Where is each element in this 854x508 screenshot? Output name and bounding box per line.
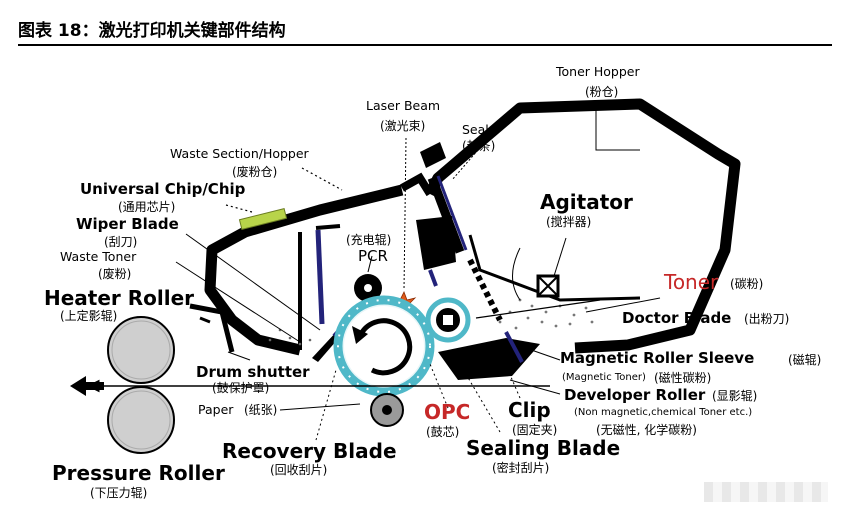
label-waste-section-zh: (废粉仓) (232, 165, 278, 179)
magnetic-roller (425, 297, 471, 343)
pressure-roller (107, 386, 175, 454)
label-seal-zh: (封条) (462, 139, 496, 153)
label-toner-zh: (碳粉) (730, 277, 764, 291)
opc-drum (333, 295, 435, 397)
label-recovery-blade-zh: (回收刮片) (270, 463, 328, 477)
label-clip-zh: (固定夹) (512, 423, 558, 437)
pcr-roller (354, 274, 382, 302)
label-laser-beam: Laser Beam (366, 98, 441, 113)
watermark-blur (704, 482, 828, 502)
label-paper-zh: (纸张) (244, 403, 278, 417)
label-sealing-blade-zh: (密封刮片) (492, 461, 550, 475)
transfer-roller (370, 393, 404, 427)
figure-header: 图表 18：激光打印机关键部件结构 (18, 10, 832, 46)
label-wiper-blade: Wiper Blade (76, 215, 179, 233)
waste-hopper-shape (204, 184, 404, 356)
developer-housing-block (416, 216, 456, 270)
label-universal-chip: Universal Chip/Chip (80, 180, 246, 198)
label-agitator: Agitator (540, 190, 633, 214)
clip-shape (438, 338, 540, 380)
label-magnetic-roller-sleeve-zh: (磁辊) (788, 353, 822, 367)
paper-direction-arrow (70, 376, 104, 396)
label-paper: Paper (198, 402, 234, 417)
label-magnetic-toner: (Magnetic Toner) (562, 372, 646, 383)
label-seal: Seal (462, 122, 489, 137)
label-doctor-blade-zh: (出粉刀) (744, 312, 790, 326)
toner-hopper-inner-edge (468, 234, 641, 302)
label-waste-toner-zh: (废粉) (98, 267, 132, 281)
label-waste-toner: Waste Toner (60, 249, 137, 264)
label-developer-roller-zh: (显影辊) (712, 389, 758, 403)
label-heater-roller-zh: (上定影辊) (60, 309, 118, 323)
label-opc: OPC (424, 400, 471, 424)
label-laser-beam-zh: (激光束) (380, 119, 426, 133)
seal-shape (427, 176, 465, 254)
label-toner-hopper: Toner Hopper (556, 64, 640, 79)
label-heater-roller: Heater Roller (44, 286, 195, 310)
label-recovery-blade: Recovery Blade (222, 439, 397, 463)
label-drum-shutter: Drum shutter (196, 363, 310, 381)
label-pressure-roller-zh: (下压力辊) (90, 486, 148, 500)
label-sealing-blade: Sealing Blade (466, 436, 621, 460)
toner-hopper-shape (425, 98, 741, 354)
leader-lines (175, 102, 661, 441)
label-opc-zh: (鼓芯) (426, 425, 460, 439)
label-non-magnetic: (Non magnetic,chemical Toner etc.) (574, 407, 753, 418)
label-toner: Toner (664, 270, 719, 294)
label-universal-chip-zh: (通用芯片) (118, 200, 176, 214)
label-developer-roller: Developer Roller (564, 386, 706, 404)
toner-flow-dots (467, 258, 503, 322)
label-toner-hopper-zh: (粉仓) (585, 85, 619, 99)
agitator-shape (512, 247, 560, 301)
label-pcr: PCR (358, 247, 388, 265)
label-pressure-roller: Pressure Roller (52, 461, 225, 485)
label-pcr-zh: (充电辊) (346, 233, 392, 247)
label-waste-section: Waste Section/Hopper (170, 146, 309, 161)
wiper-blade-shape (315, 229, 325, 325)
label-non-magnetic-zh: (无磁性, 化学碳粉) (596, 423, 697, 437)
figure-title: 图表 18：激光打印机关键部件结构 (18, 21, 286, 41)
heater-roller (107, 316, 175, 384)
drum-shutter-shape (189, 303, 235, 353)
label-doctor-blade: Doctor Blade (622, 309, 732, 327)
label-magnetic-roller-sleeve: Magnetic Roller Sleeve (560, 349, 755, 367)
label-magnetic-toner-zh: (磁性碳粉) (654, 371, 712, 385)
label-drum-shutter-zh: (鼓保护罩) (212, 381, 270, 395)
universal-chip-shape (238, 207, 288, 231)
label-wiper-blade-zh: (刮刀) (104, 235, 138, 249)
label-agitator-zh: (搅拌器) (546, 215, 592, 229)
doctor-blade-shape (475, 299, 601, 319)
label-clip: Clip (508, 398, 551, 422)
